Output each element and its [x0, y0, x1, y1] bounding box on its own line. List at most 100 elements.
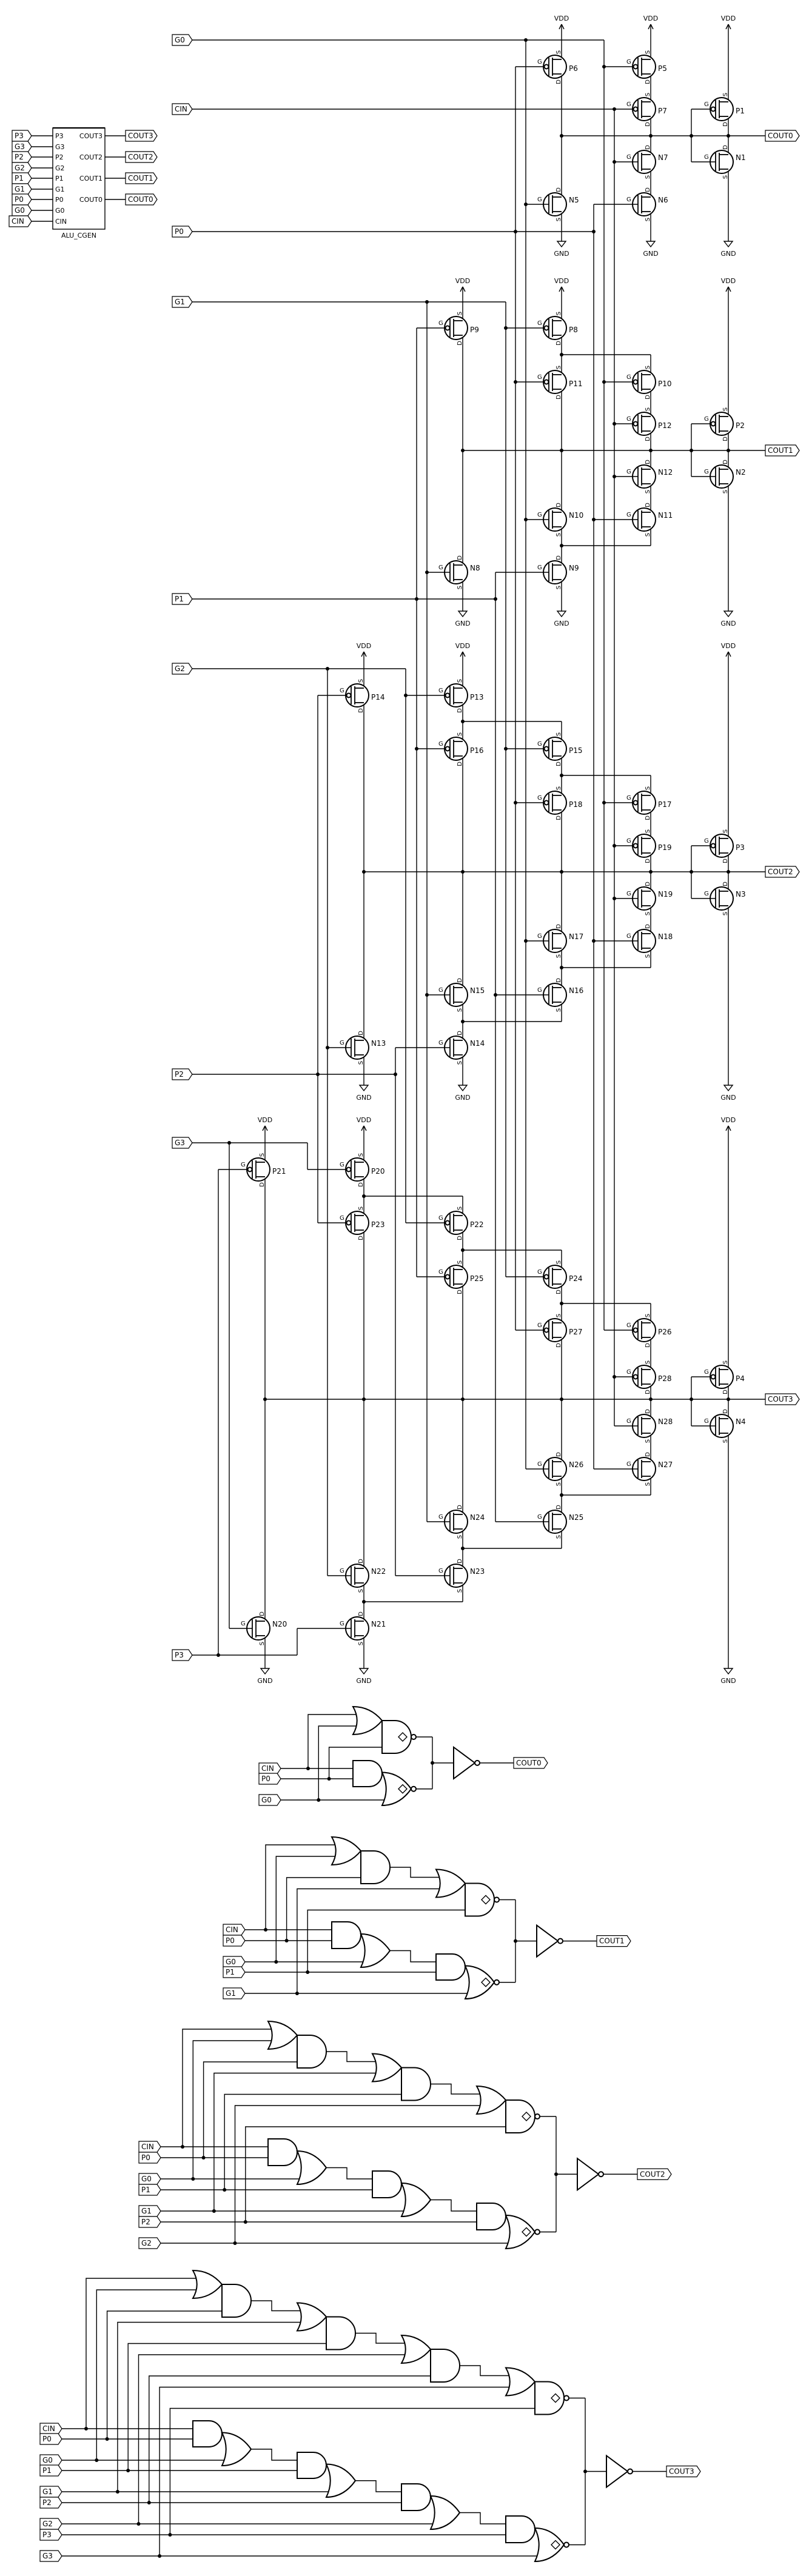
junction-dot	[181, 2145, 184, 2149]
source-pin-label: S	[556, 366, 562, 369]
gnd-label: GND	[554, 250, 569, 258]
gate-pin-label: G	[537, 741, 542, 748]
transistor-name: P6	[569, 64, 578, 73]
drain-pin-label: D	[457, 708, 463, 713]
symbol-output-label	[125, 193, 158, 206]
gate-input-p1	[223, 1966, 246, 1978]
transistor-name: P10	[658, 380, 672, 388]
transistor-name: N25	[569, 1513, 583, 1522]
junction-dot	[227, 1141, 231, 1145]
and-gate	[267, 2138, 298, 2166]
junction-dot	[613, 475, 616, 478]
drain-pin-label: D	[556, 815, 562, 820]
pmos-bubble-icon	[710, 1374, 716, 1380]
ground-icon	[556, 611, 567, 618]
propagate-bus-wire	[127, 2343, 326, 2471]
or-gate	[221, 2432, 252, 2467]
gnd-label: GND	[356, 1094, 371, 1102]
input-port-p2	[172, 1068, 193, 1080]
drain-pin-label: D	[556, 1290, 562, 1294]
transistor-name: N22	[371, 1567, 386, 1576]
gate-pin-label: G	[537, 987, 542, 994]
symbol-output-label	[125, 151, 158, 163]
source-pin-label: S	[722, 93, 729, 96]
stage-wire	[460, 2365, 511, 2377]
transistor-name: N16	[569, 986, 583, 995]
gate-output-cout2-text: COUT2	[640, 2170, 665, 2178]
and-gate	[476, 2203, 506, 2230]
junction-dot	[727, 449, 730, 452]
transistor-name: P15	[569, 746, 583, 755]
gate-input-p2	[138, 2216, 161, 2228]
source-pin-label: S	[645, 829, 651, 833]
transistor-name: P13	[470, 693, 484, 701]
pmos-bubble-icon	[633, 1374, 639, 1380]
gate-pin-label: G	[537, 196, 542, 203]
vdd-arrow	[262, 1125, 266, 1131]
open-drain-diamond-icon	[398, 1732, 408, 1742]
source-pin-label: S	[722, 407, 729, 411]
junction-dot	[168, 2533, 172, 2537]
symbol-pin-name: G3	[55, 143, 65, 151]
and-gate	[221, 2284, 252, 2318]
transistor-name: P19	[658, 843, 672, 852]
drain-pin-label: D	[556, 978, 562, 983]
source-pin-label: S	[556, 1008, 562, 1012]
junction-dot	[212, 2209, 216, 2213]
vdd-arrow	[650, 24, 654, 30]
vdd-label: VDD	[357, 1116, 371, 1124]
drain-pin-label: D	[645, 815, 651, 820]
vdd-arrow	[462, 651, 466, 657]
drain-pin-label: D	[645, 460, 651, 464]
transistor-name: N28	[658, 1417, 673, 1426]
drain-pin-label: D	[645, 1390, 651, 1394]
junction-dot	[243, 2220, 247, 2224]
and-gate	[297, 2035, 327, 2069]
drain-pin-label: D	[556, 924, 562, 929]
gate-input-p0-text: P0	[42, 2435, 52, 2443]
source-pin-label: S	[645, 1439, 651, 1443]
drain-pin-label: D	[556, 555, 562, 560]
symbol-input-label	[12, 141, 32, 153]
generate-bus-wire	[234, 2105, 482, 2243]
source-pin-label: S	[457, 1589, 463, 1593]
or-gate	[296, 2302, 327, 2332]
transistor-name: P17	[658, 800, 672, 809]
generate-bus-wire	[159, 2386, 511, 2556]
transistor-name: P24	[569, 1274, 583, 1283]
symbol-input-label-text: G3	[15, 142, 25, 151]
open-drain-diamond-icon	[522, 2227, 531, 2237]
pmos-bubble-icon	[543, 325, 549, 331]
transistor-name: P25	[470, 1274, 484, 1283]
junction-dot	[727, 870, 730, 874]
gate-input-g0-text: G0	[42, 2456, 53, 2464]
gate-pin-label: G	[340, 1568, 344, 1574]
transistor-name: N24	[470, 1513, 485, 1522]
ground-icon	[556, 241, 567, 248]
gate-pin-label: G	[626, 891, 631, 897]
gate-pin-label: G	[340, 1162, 344, 1168]
source-pin-label: S	[645, 954, 651, 958]
junction-dot	[560, 966, 563, 969]
gate-pin-label: G	[438, 987, 443, 994]
transistor-name: N20	[272, 1620, 287, 1628]
gate-input-cin-text: CIN	[141, 2143, 154, 2151]
gate-input-p0	[39, 2433, 62, 2445]
stage-wire	[355, 2480, 401, 2492]
transistor-name: N11	[658, 511, 673, 520]
source-pin-label: S	[645, 175, 651, 179]
gate-input-g2-text: G2	[141, 2239, 152, 2247]
output-port-cout3-text: COUT3	[768, 1395, 793, 1403]
source-pin-label: S	[556, 732, 562, 736]
pmos-bubble-icon	[710, 843, 716, 849]
gate-pin-label: G	[626, 1461, 631, 1468]
source-pin-label: S	[645, 218, 651, 221]
source-pin-label: S	[645, 490, 651, 493]
junction-dot	[560, 774, 563, 777]
junction-dot	[201, 2156, 206, 2159]
vdd-arrow	[725, 24, 729, 30]
transistor-name: P7	[658, 107, 667, 115]
symbol-input-label-text: G2	[15, 164, 25, 172]
drain-pin-label: D	[556, 1452, 562, 1457]
vdd-arrow	[460, 651, 463, 657]
